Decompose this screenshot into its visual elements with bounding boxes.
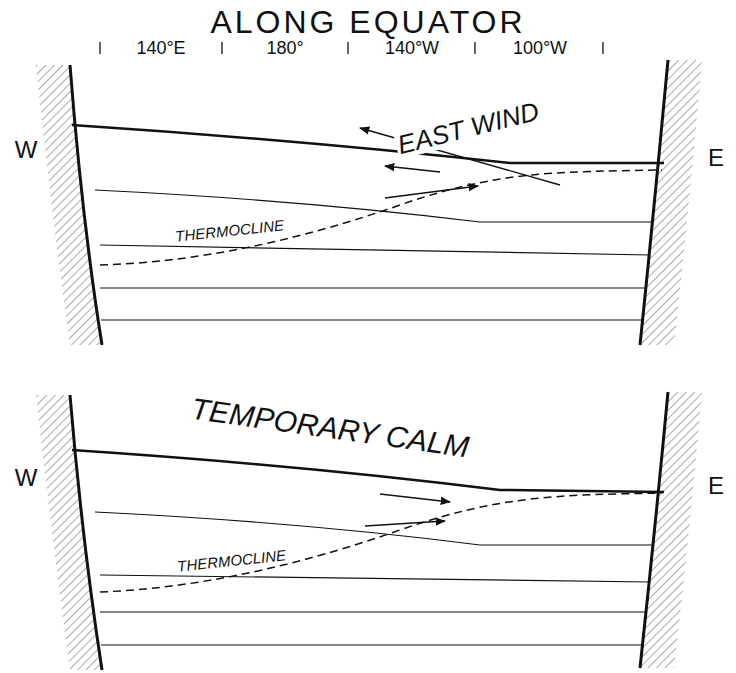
wind-label: EAST WIND	[393, 96, 544, 159]
direction-label: E	[706, 145, 726, 171]
thermocline-label: THERMOCLINE	[175, 546, 289, 575]
longitude-label: 180°	[264, 38, 305, 58]
top-panel	[36, 60, 702, 345]
thermocline-label: THERMOCLINE	[173, 216, 287, 245]
direction-label: W	[13, 465, 40, 491]
direction-label: E	[706, 473, 726, 499]
diagram-title: ALONG EQUATOR	[0, 6, 736, 38]
longitude-label: 140°W	[383, 38, 441, 58]
bottom-panel	[36, 392, 702, 670]
longitude-label: 100°W	[511, 38, 569, 58]
wind-label: TEMPORARY CALM	[187, 392, 473, 463]
direction-label: W	[13, 137, 40, 163]
longitude-label: 140°E	[134, 38, 187, 58]
